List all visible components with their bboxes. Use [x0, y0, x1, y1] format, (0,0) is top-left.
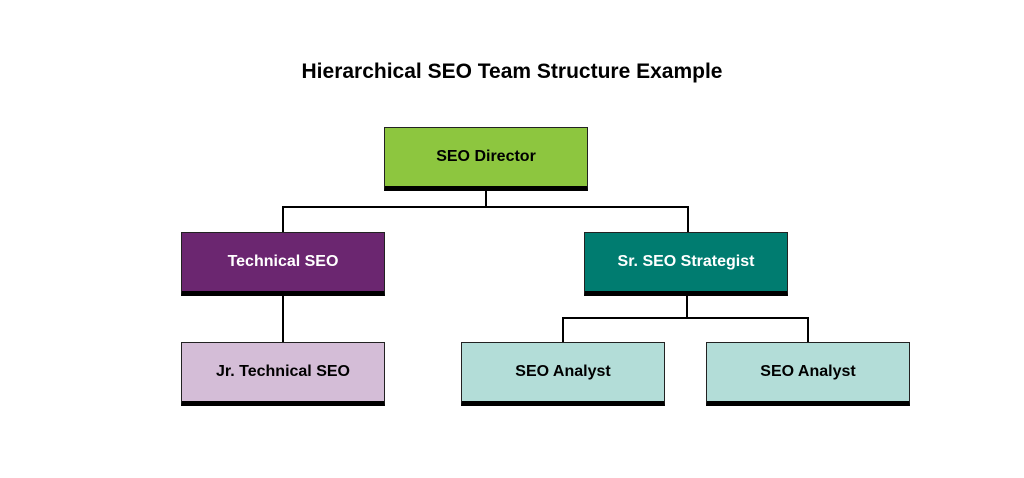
node-seo-director: SEO Director — [384, 127, 588, 191]
node-label: Sr. SEO Strategist — [617, 253, 755, 270]
node-sr-seo-strategist: Sr. SEO Strategist — [584, 232, 788, 296]
connector — [687, 206, 689, 233]
node-label: Jr. Technical SEO — [216, 363, 350, 380]
connector — [807, 317, 809, 343]
connector — [282, 206, 284, 233]
node-technical-seo: Technical SEO — [181, 232, 385, 296]
connector — [485, 189, 487, 208]
node-label: SEO Analyst — [760, 363, 856, 380]
node-label: SEO Analyst — [515, 363, 611, 380]
connector — [282, 206, 689, 208]
connector — [282, 296, 284, 343]
node-seo-analyst-2: SEO Analyst — [706, 342, 910, 406]
node-seo-analyst-1: SEO Analyst — [461, 342, 665, 406]
node-label: Technical SEO — [227, 253, 339, 270]
diagram-title: Hierarchical SEO Team Structure Example — [301, 60, 723, 83]
node-label: SEO Director — [436, 148, 536, 165]
connector — [562, 317, 809, 319]
connector — [686, 296, 688, 319]
node-jr-technical-seo: Jr. Technical SEO — [181, 342, 385, 406]
connector — [562, 317, 564, 343]
